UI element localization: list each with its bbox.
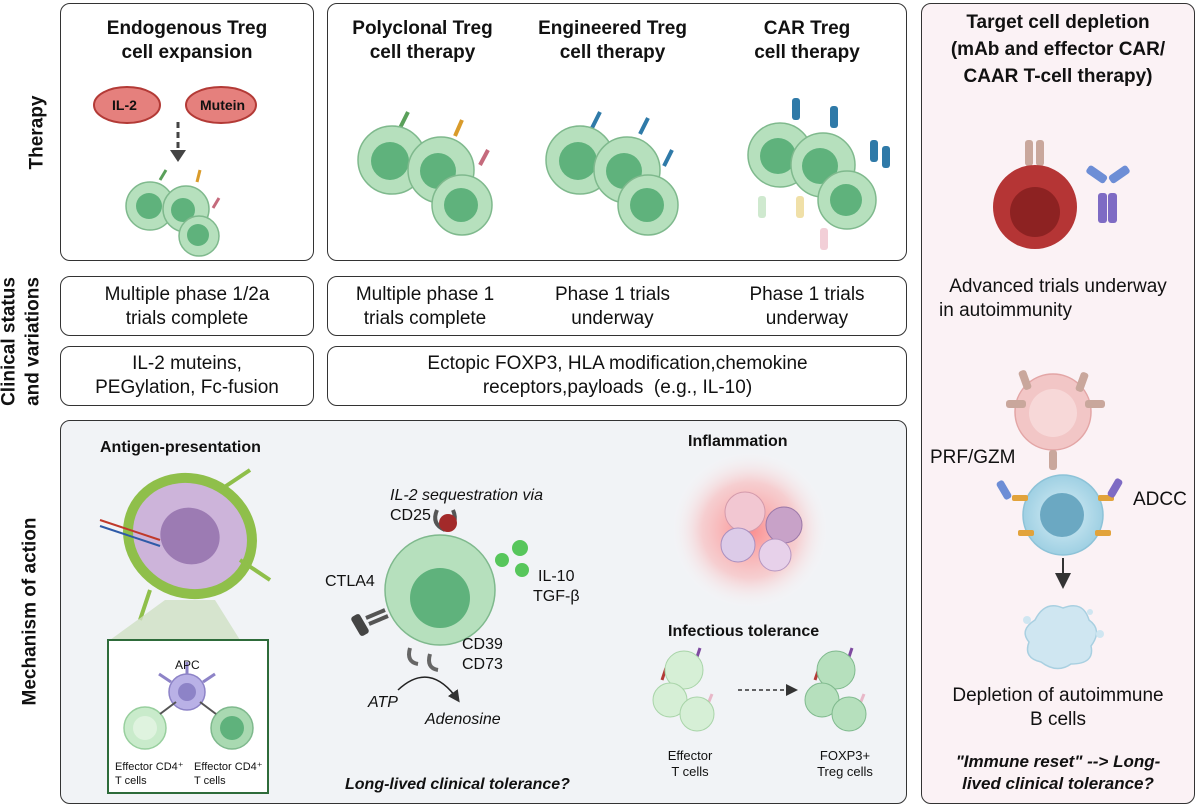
status-target-2: in autoimmunity bbox=[939, 300, 1073, 321]
cd25-label: CD25 bbox=[390, 507, 431, 524]
adcc-label: ADCC bbox=[1133, 489, 1187, 510]
header-target-3: CAAR T-cell therapy) bbox=[963, 66, 1153, 87]
effector-cell-right bbox=[210, 706, 254, 750]
antibody-icon bbox=[1086, 165, 1130, 223]
mutein-label: Mutein bbox=[200, 97, 246, 113]
status-endogenous-1: Multiple phase 1/2a bbox=[104, 284, 270, 305]
effector-t-1: Effector bbox=[667, 748, 713, 763]
il10-label: IL-10 bbox=[538, 568, 575, 585]
header-polyclonal-2: cell therapy bbox=[369, 42, 476, 63]
depletion-2: B cells bbox=[1030, 709, 1086, 730]
target-red-cell bbox=[993, 140, 1077, 249]
engineered-treg-cells bbox=[545, 111, 679, 236]
status-cell-therapy-box bbox=[327, 276, 907, 336]
b-cell bbox=[996, 474, 1123, 556]
inflammation-title: Inflammation bbox=[688, 433, 788, 450]
variations-cell-therapy-box bbox=[327, 346, 907, 406]
header-target-1: Target cell depletion bbox=[966, 12, 1150, 33]
status-polyclonal-2: trials complete bbox=[363, 308, 487, 329]
mutein-pill bbox=[185, 86, 257, 124]
header-target-2: (mAb and effector CAR/ bbox=[950, 39, 1166, 60]
endogenous-treg-cells bbox=[125, 169, 221, 257]
effector-t-2: T cells bbox=[671, 764, 709, 779]
long-lived-tolerance: Long-lived clinical tolerance? bbox=[345, 776, 570, 793]
variations-endogenous-2: PEGylation, Fc-fusion bbox=[95, 377, 279, 398]
header-car-2: cell therapy bbox=[754, 42, 860, 63]
depleted-b-cell bbox=[1023, 605, 1104, 670]
status-engineered-2: underway bbox=[571, 308, 654, 329]
status-polyclonal-1: Multiple phase 1 bbox=[355, 284, 495, 305]
status-car-1: Phase 1 trials bbox=[749, 284, 865, 305]
polyclonal-treg-cells bbox=[357, 111, 493, 236]
inflammation-cells bbox=[670, 450, 830, 610]
effector-right-1: Effector CD4⁺ bbox=[194, 761, 263, 773]
il2-label: IL-2 bbox=[112, 97, 137, 113]
atp-arrow bbox=[397, 676, 460, 703]
variations-endogenous-1: IL-2 muteins, bbox=[132, 353, 242, 374]
foxp3-treg-1: FOXP3+ bbox=[819, 748, 871, 763]
reset-1: "Immune reset" --> Long- bbox=[955, 752, 1161, 771]
status-target-1: Advanced trials underway bbox=[949, 276, 1167, 297]
effector-t-cells-small bbox=[652, 647, 715, 732]
header-endogenous-2: cell expansion bbox=[121, 42, 253, 63]
header-engineered-1: Engineered Treg bbox=[538, 18, 687, 39]
variations-cell-2: receptors,payloads (e.g., IL-10) bbox=[482, 377, 753, 398]
effector-right-2: T cells bbox=[194, 775, 226, 787]
il2-sequestration-label: IL-2 sequestration via bbox=[390, 487, 543, 504]
ctla4-label: CTLA4 bbox=[325, 573, 375, 590]
effector-car-t-cell bbox=[1006, 370, 1105, 470]
effector-cell-left bbox=[123, 706, 167, 750]
effector-left-2: T cells bbox=[115, 775, 147, 787]
prf-gzm-label: PRF/GZM bbox=[930, 447, 1016, 468]
header-engineered-2: cell therapy bbox=[559, 42, 666, 63]
depletion-1: Depletion of autoimmune bbox=[952, 685, 1164, 706]
effector-left-1: Effector CD4⁺ bbox=[115, 761, 184, 773]
cd73-label: CD73 bbox=[462, 656, 503, 673]
foxp3-treg-2: Treg cells bbox=[817, 764, 873, 779]
apc-cell bbox=[158, 662, 216, 711]
reset-2: lived clinical tolerance? bbox=[962, 774, 1154, 793]
lymph-node-icon bbox=[99, 468, 272, 640]
atp-label: ATP bbox=[368, 694, 398, 711]
car-treg-cells bbox=[747, 98, 890, 250]
cell-therapy-panel bbox=[327, 3, 907, 261]
tgfb-label: TGF-β bbox=[533, 588, 580, 605]
treg-mechanism-cell bbox=[351, 509, 529, 672]
header-polyclonal-1: Polyclonal Treg bbox=[352, 18, 493, 39]
adenosine-label: Adenosine bbox=[425, 711, 501, 728]
il2-pill bbox=[93, 86, 161, 124]
variations-cell-1: Ectopic FOXP3, HLA modification,chemokin… bbox=[427, 353, 808, 374]
infectious-tolerance-title: Infectious tolerance bbox=[668, 623, 820, 640]
status-endogenous-2: trials complete bbox=[125, 308, 249, 329]
variations-endogenous-box bbox=[60, 346, 314, 406]
antigen-presentation-title: Antigen-presentation bbox=[100, 439, 261, 456]
apc-label: APC bbox=[175, 658, 200, 672]
header-car-1: CAR Treg bbox=[763, 18, 851, 39]
foxp3-treg-cells-small bbox=[804, 647, 867, 732]
status-endogenous-box bbox=[60, 276, 314, 336]
cd39-label: CD39 bbox=[462, 636, 503, 653]
status-car-2: underway bbox=[765, 308, 849, 329]
status-engineered-1: Phase 1 trials bbox=[554, 284, 671, 305]
header-endogenous-1: Endogenous Treg bbox=[106, 18, 268, 39]
